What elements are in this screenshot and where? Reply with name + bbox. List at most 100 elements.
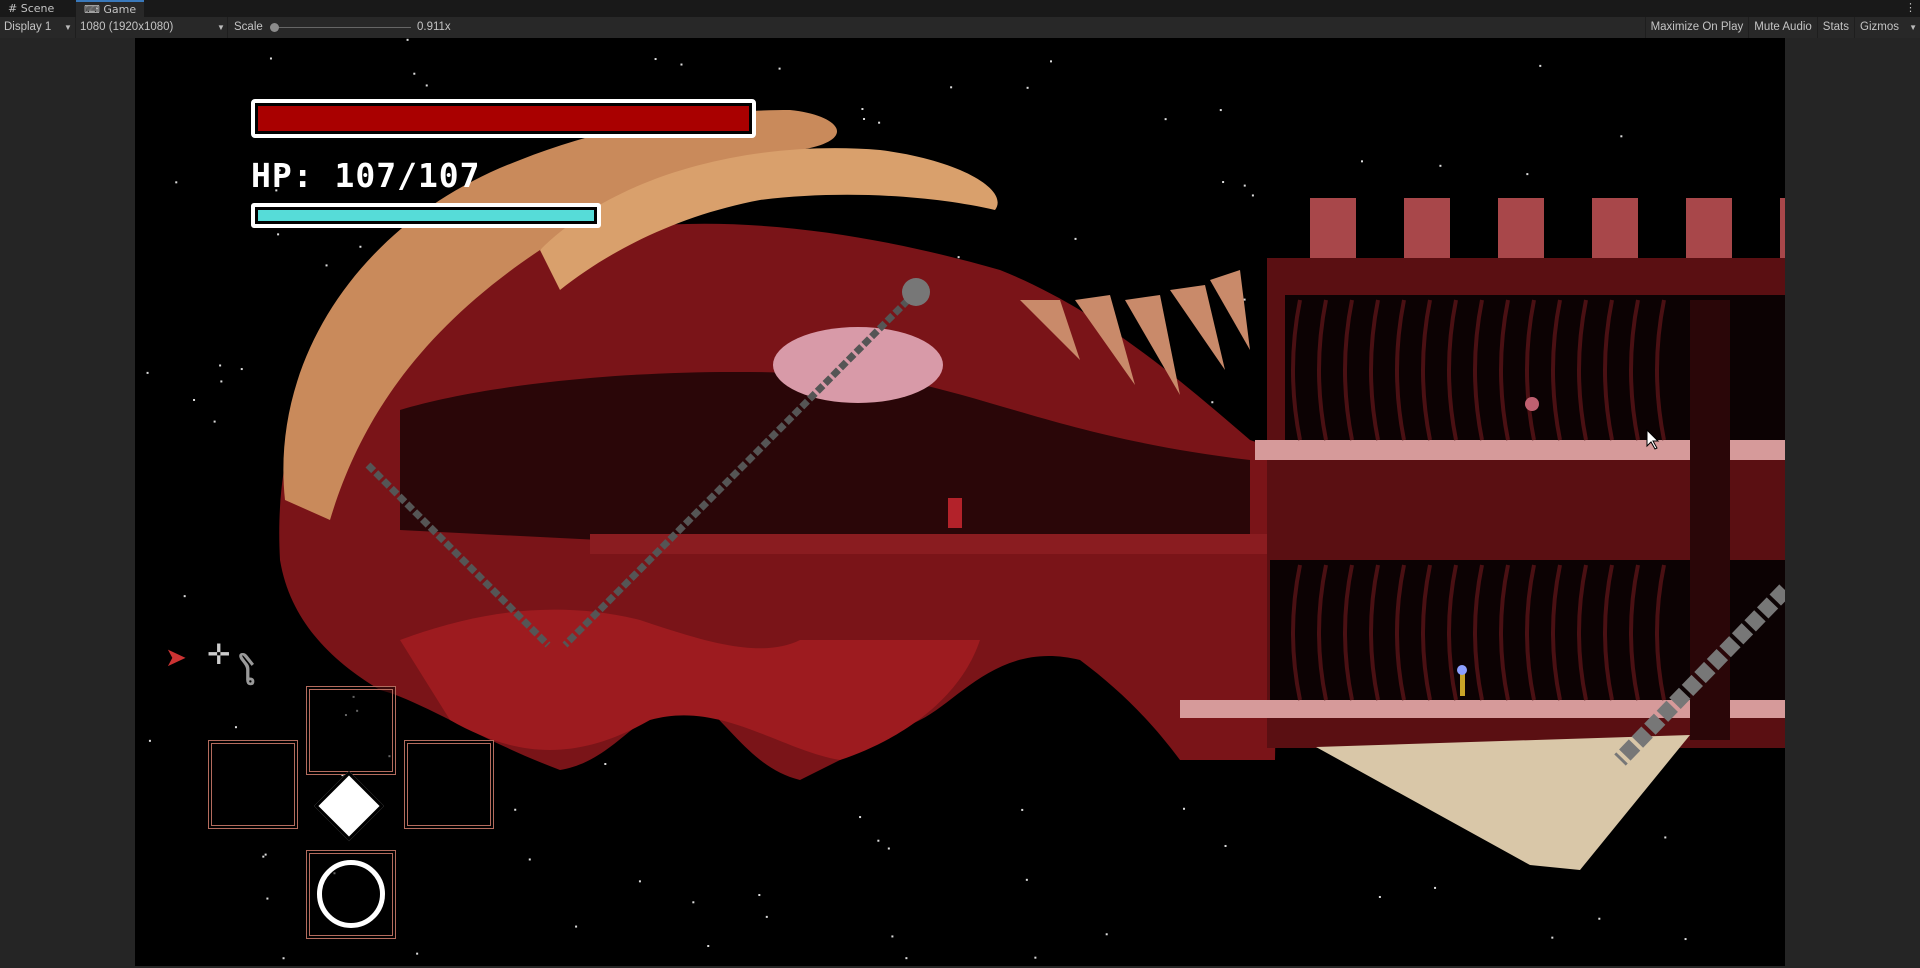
battlement (1310, 198, 1356, 258)
star (425, 84, 428, 87)
chain-right (1614, 584, 1785, 766)
lamp-orb (1457, 665, 1467, 675)
enemy-eye (1525, 397, 1539, 411)
mute-audio-toggle[interactable]: Mute Audio (1749, 17, 1818, 38)
star (175, 181, 178, 184)
star (1034, 956, 1037, 959)
scale-slider-handle[interactable] (270, 23, 279, 32)
battlement (1780, 198, 1785, 258)
star (905, 957, 908, 960)
mana-fill (258, 210, 594, 221)
toolbar-toggle-group: Maximize On Play Mute Audio Stats Gizmos (1644, 17, 1904, 38)
battlements (1310, 198, 1785, 258)
star (148, 739, 151, 742)
battlement (1592, 198, 1638, 258)
rib (1421, 299, 1432, 441)
battlement (1686, 198, 1732, 258)
rib (1291, 564, 1302, 701)
bone-platform (1316, 735, 1690, 870)
chevron-down-icon: ▼ (217, 23, 225, 32)
chain-center (562, 289, 919, 648)
item-slot-up[interactable] (306, 686, 396, 775)
star (1539, 64, 1542, 67)
star (950, 86, 953, 89)
star (877, 839, 880, 842)
battlement (1498, 198, 1544, 258)
item-slot-left[interactable] (208, 740, 298, 829)
rib (1317, 564, 1328, 701)
rib (1499, 564, 1510, 701)
star (266, 897, 269, 900)
boss-health-bar (251, 99, 756, 138)
gizmos-dropdown-icon[interactable]: ▼ (1909, 23, 1917, 32)
star (1251, 194, 1254, 197)
star (514, 808, 517, 811)
star (765, 915, 768, 918)
scale-slider[interactable] (274, 27, 411, 28)
star (262, 855, 265, 858)
item-slot-right[interactable] (404, 740, 494, 829)
creature-jaw (400, 609, 980, 760)
battlement (1404, 198, 1450, 258)
star (1219, 109, 1222, 112)
star (1049, 60, 1052, 63)
chain-left (365, 462, 551, 648)
tab-scene[interactable]: # Scene (8, 2, 55, 15)
star (278, 169, 281, 172)
star (1026, 86, 1029, 89)
star (891, 935, 894, 938)
creature-inner-shadow (400, 371, 1250, 540)
display-dropdown[interactable]: Display 1▼ (0, 17, 76, 38)
editor-tab-bar: # Scene ⌨ Game ⋮ (0, 0, 1920, 17)
star (957, 256, 960, 259)
star (1434, 886, 1437, 889)
more-options-icon[interactable]: ⋮ (1905, 1, 1916, 14)
maximize-on-play-toggle[interactable]: Maximize On Play (1646, 17, 1750, 38)
tab-game[interactable]: ⌨ Game (76, 0, 144, 17)
star (264, 853, 267, 856)
star (282, 957, 285, 960)
creature-teeth (1020, 270, 1250, 395)
crosshair-icon: ✛ (207, 638, 231, 671)
gizmos-toggle[interactable]: Gizmos (1860, 21, 1899, 33)
star (219, 364, 222, 367)
grapple-icon: ໂ (240, 653, 257, 694)
star (325, 264, 328, 267)
rib (1655, 299, 1666, 441)
shield-item-icon (317, 860, 385, 928)
star (359, 245, 362, 248)
stats-toggle[interactable]: Stats (1818, 17, 1856, 38)
rib (1317, 299, 1328, 441)
game-viewport[interactable]: HP: 107/107 ➤ ✛ ໂ (135, 38, 1785, 966)
star (406, 38, 409, 41)
star (1620, 135, 1623, 138)
star (1243, 298, 1246, 301)
star (413, 72, 416, 75)
star (1224, 844, 1227, 847)
star (1211, 401, 1214, 404)
rib-bones (1291, 299, 1666, 701)
star (1183, 807, 1186, 810)
rib (1525, 299, 1536, 441)
star (707, 945, 710, 948)
rib (1447, 299, 1458, 441)
star (183, 595, 186, 598)
star (146, 371, 149, 374)
game-view-toolbar: Display 1▼ 1080 (1920x1080)▼ Scale 0.911… (0, 17, 1920, 39)
star (1222, 181, 1225, 184)
brain-organ (773, 327, 943, 403)
star (861, 108, 864, 111)
scale-label: Scale (234, 21, 263, 33)
star (878, 121, 881, 124)
resolution-dropdown[interactable]: 1080 (1920x1080)▼ (77, 17, 228, 38)
rib (1629, 299, 1640, 441)
star (654, 58, 657, 61)
grid-icon: # (8, 2, 18, 15)
rib (1369, 299, 1380, 441)
gamepad-icon: ⌨ (84, 3, 100, 16)
star (1025, 878, 1028, 881)
rib (1473, 564, 1484, 701)
boss-health-fill (258, 106, 749, 131)
star (341, 774, 344, 777)
ribcage-building (1180, 258, 1785, 748)
